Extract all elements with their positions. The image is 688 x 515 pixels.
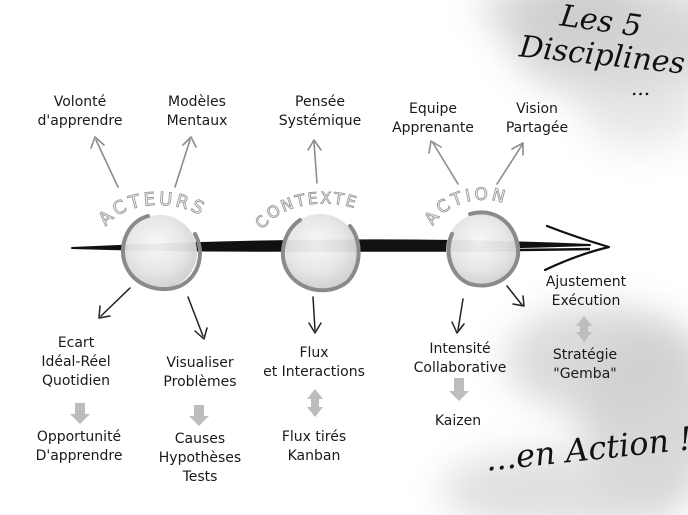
label-intensite: Intensité Collaborative [400, 340, 520, 378]
label-kanban-line1: Flux tirés [281, 429, 347, 445]
practice-arrows [98, 285, 525, 340]
label-ecart: Ecart Idéal-Réel Quotidien [26, 334, 126, 391]
label-vision-line2: Partagée [505, 120, 569, 136]
label-volonte-line2: d'apprendre [37, 113, 123, 129]
circle-acteurs [121, 214, 202, 292]
label-visualiser-line1: Visualiser [166, 355, 234, 371]
label-ajustement-line2: Exécution [551, 293, 621, 309]
label-kanban: Flux tirés Kanban [264, 428, 364, 466]
label-flux-line1: Flux [299, 345, 329, 361]
label-pensee: Pensée Systémique [270, 93, 370, 131]
label-kaizen-line1: Kaizen [434, 413, 482, 429]
label-ecart-line2: Idéal-Réel [41, 354, 111, 370]
label-visualiser-line2: Problèmes [163, 374, 237, 390]
label-ecart-line1: Ecart [57, 335, 95, 351]
label-causes-line1: Causes [174, 431, 226, 447]
label-volonte-line1: Volonté [53, 94, 107, 110]
label-intensite-line1: Intensité [429, 341, 491, 357]
label-volonte: Volonté d'apprendre [30, 93, 130, 131]
label-flux-line2: et Interactions [263, 364, 365, 380]
label-ajustement-line1: Ajustement [545, 274, 627, 290]
discipline-arrows [90, 136, 524, 188]
label-causes-line3: Tests [182, 469, 218, 485]
label-intensite-line2: Collaborative [413, 360, 507, 376]
circle-action [446, 210, 521, 288]
block-arrows [70, 316, 592, 426]
label-opportunite-line2: D'apprendre [35, 448, 123, 464]
label-causes-line2: Hypothèses [158, 450, 242, 466]
title-ellipsis: ... [631, 76, 651, 100]
label-ecart-line3: Quotidien [41, 373, 111, 389]
label-modeles-line2: Mentaux [166, 113, 228, 129]
label-kanban-line2: Kanban [287, 448, 341, 464]
label-causes: Causes Hypothèses Tests [150, 430, 250, 487]
label-equipe-line1: Equipe [409, 101, 457, 117]
label-vision: Vision Partagée [492, 100, 582, 138]
label-kaizen: Kaizen [420, 412, 496, 431]
label-equipe: Equipe Apprenante [378, 100, 488, 138]
background-wash [440, 0, 688, 515]
circle-contexte [280, 214, 361, 293]
label-ajustement: Ajustement Exécution [534, 273, 638, 311]
label-modeles-line1: Modèles [168, 94, 226, 110]
label-opportunite-line1: Opportunité [36, 429, 122, 445]
label-modeles: Modèles Mentaux [152, 93, 242, 131]
label-pensee-line2: Systémique [278, 113, 362, 129]
label-vision-line1: Vision [516, 101, 558, 117]
label-pensee-line1: Pensée [295, 94, 345, 110]
label-equipe-line2: Apprenante [392, 120, 474, 136]
label-opportunite: Opportunité D'apprendre [22, 428, 136, 466]
label-flux: Flux et Interactions [254, 344, 374, 382]
label-strategie-line1: Stratégie [552, 347, 618, 363]
label-visualiser: Visualiser Problèmes [150, 354, 250, 392]
label-strategie-line2: "Gemba" [553, 366, 617, 382]
label-strategie: Stratégie "Gemba" [540, 346, 630, 384]
